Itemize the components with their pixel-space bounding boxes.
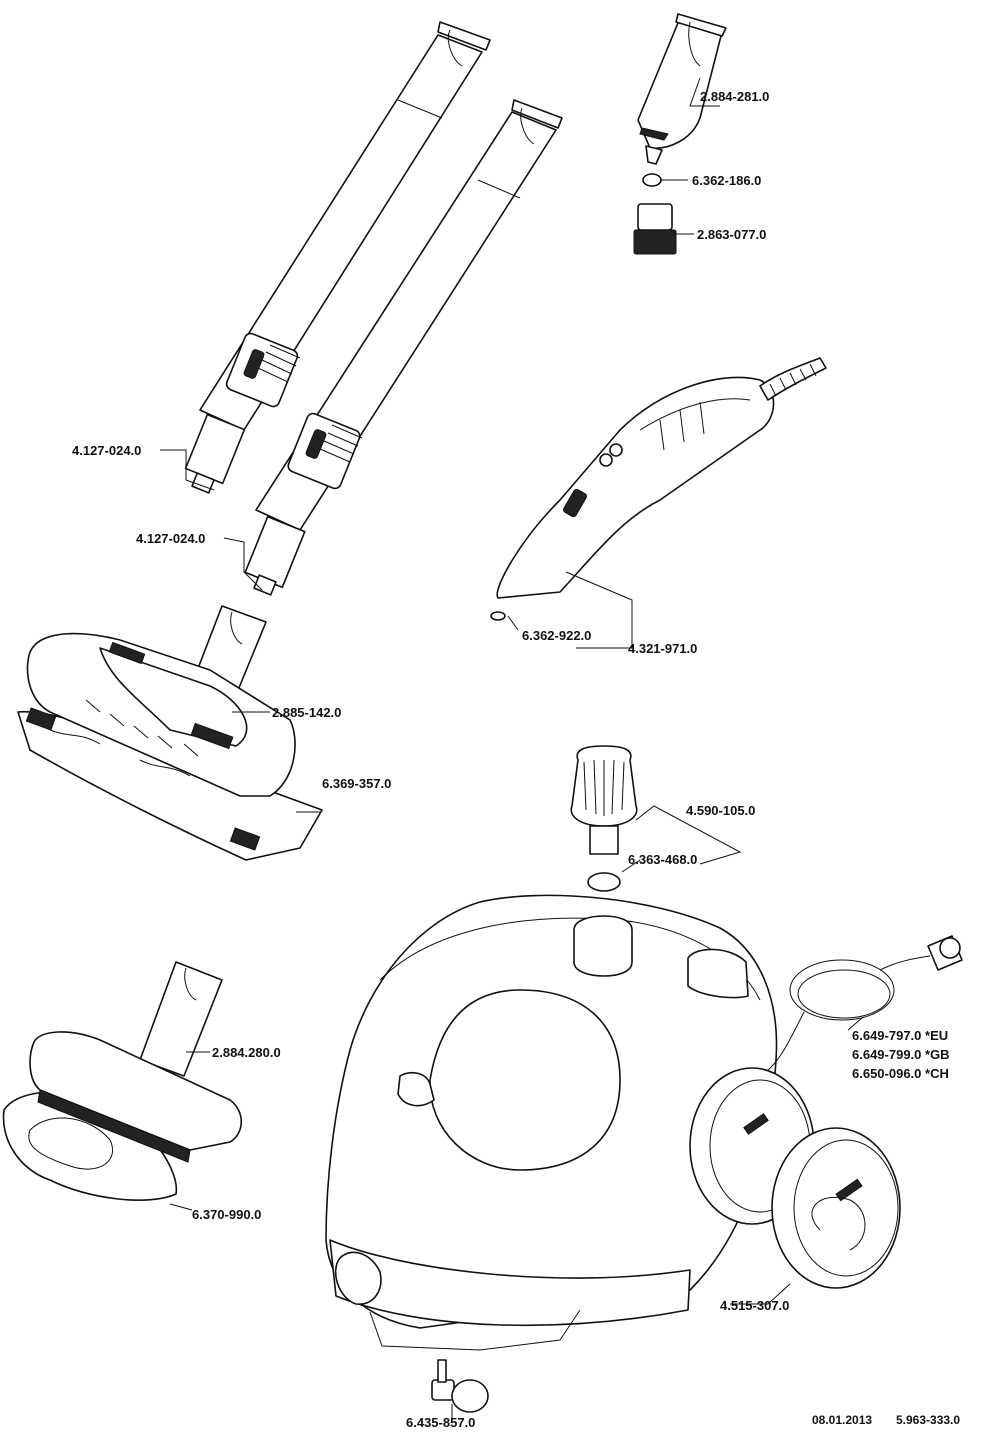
round-brush <box>633 203 677 255</box>
floor-nozzle <box>26 605 296 797</box>
footer-date: 08.01.2013 <box>812 1413 872 1427</box>
front-wheel <box>771 1127 901 1289</box>
label-wheel: 4.515-307.0 <box>720 1298 789 1313</box>
label-hand-gun: 4.321-971.0 <box>628 641 697 656</box>
label-extension-tube-1: 4.127-024.0 <box>72 443 141 458</box>
round-nozzle <box>637 13 727 165</box>
small-o-ring <box>642 173 662 187</box>
castor-wheel <box>431 1359 489 1413</box>
footer-doc-number: 5.963-333.0 <box>896 1413 960 1427</box>
label-round-brush: 2.863-077.0 <box>697 227 766 242</box>
label-power-cord-ch: 6.650-096.0 *CH <box>852 1066 949 1081</box>
label-extension-tube-2: 4.127-024.0 <box>136 531 205 546</box>
extension-tube-2 <box>244 99 563 596</box>
boiler-cap <box>570 745 638 855</box>
label-power-cord-eu: 6.649-797.0 *EU <box>852 1028 948 1043</box>
label-power-cord-gb: 6.649-799.0 *GB <box>852 1047 950 1062</box>
extension-tube-1 <box>184 21 491 494</box>
label-terry-cover: 6.370-990.0 <box>192 1207 261 1222</box>
floor-cloth <box>17 707 323 861</box>
steam-cleaner-body <box>325 894 778 1351</box>
label-castor: 6.435-857.0 <box>406 1415 475 1430</box>
label-floor-nozzle: 2.885-142.0 <box>272 705 341 720</box>
leader-lines <box>160 77 863 1420</box>
label-hand-nozzle: 2.884.280.0 <box>212 1045 281 1060</box>
label-hand-gun-o-ring: 6.362-922.0 <box>522 628 591 643</box>
hand-nozzle <box>29 961 243 1163</box>
label-small-o-ring: 6.362-186.0 <box>692 173 761 188</box>
power-cord <box>767 935 963 1071</box>
label-cap-seal: 6.363-468.0 <box>628 852 697 867</box>
steam-hand-gun <box>490 357 827 621</box>
label-floor-cloth: 6.369-357.0 <box>322 776 391 791</box>
label-nozzle-round: 2.884-281.0 <box>700 89 769 104</box>
label-boiler-cap: 4.590-105.0 <box>686 803 755 818</box>
cap-seal <box>587 872 621 892</box>
